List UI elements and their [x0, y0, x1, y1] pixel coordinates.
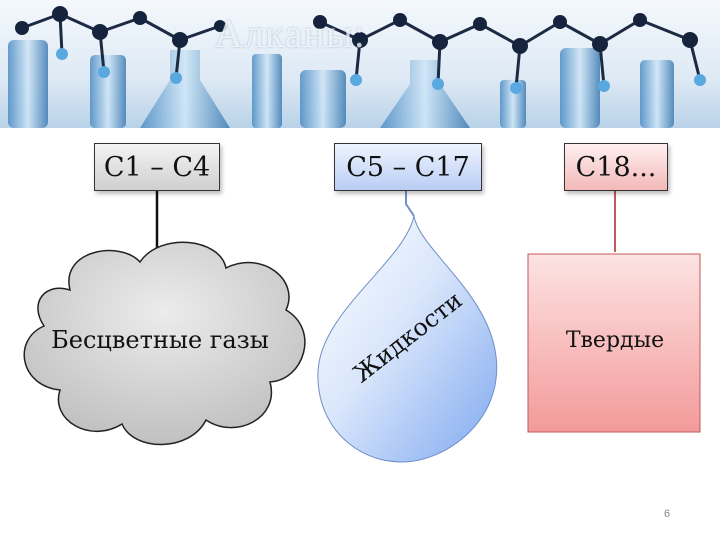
connector-liquids	[405, 190, 415, 217]
liquid-drop-shape	[317, 215, 498, 463]
page-number: 6	[664, 508, 671, 520]
slide-title: Алканы:	[214, 11, 366, 56]
range-box-c1-c4: С1 – С4	[94, 143, 220, 191]
range-box-c5-c17: С5 – С17	[334, 143, 482, 191]
solids-label: Твердые	[565, 328, 665, 353]
molecule-banner-image	[0, 0, 720, 128]
gases-label: Бесцветные газы	[51, 326, 269, 354]
gas-cloud-shape	[23, 241, 306, 446]
solid-rectangle-shape	[527, 253, 701, 433]
header-banner	[0, 0, 720, 128]
range-box-c18: С18...	[564, 143, 668, 191]
